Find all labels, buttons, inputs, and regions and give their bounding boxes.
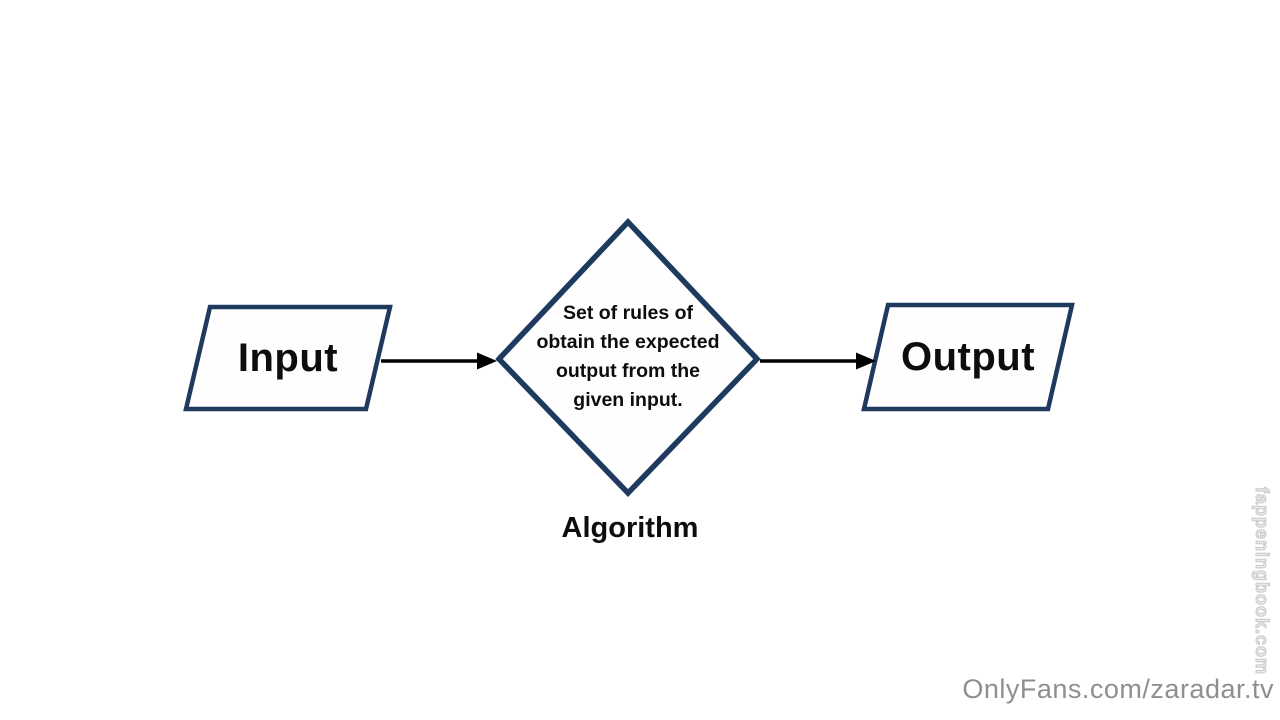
watermark-bottom-text: OnlyFans.com/zaradar.tv: [962, 674, 1274, 704]
input-parallelogram-shape: [183, 304, 393, 412]
decision-text: Set of rules of obtain the expected outp…: [498, 299, 758, 415]
watermark-side-text: fappeningbook.com: [1252, 487, 1273, 676]
decision-text-line: Set of rules of: [562, 302, 694, 324]
decision-text-line: obtain the expected: [536, 331, 720, 353]
decision-diamond-shape: [495, 217, 761, 497]
decision-text-line: output from the: [555, 360, 701, 382]
output-parallelogram-shape: [861, 302, 1075, 412]
arrowhead-input-to-process-icon: [477, 352, 497, 370]
algorithm-caption: Algorithm: [561, 512, 699, 544]
decision-text-line: given input.: [573, 389, 683, 411]
arrowhead-process-to-output-icon: [856, 352, 876, 370]
